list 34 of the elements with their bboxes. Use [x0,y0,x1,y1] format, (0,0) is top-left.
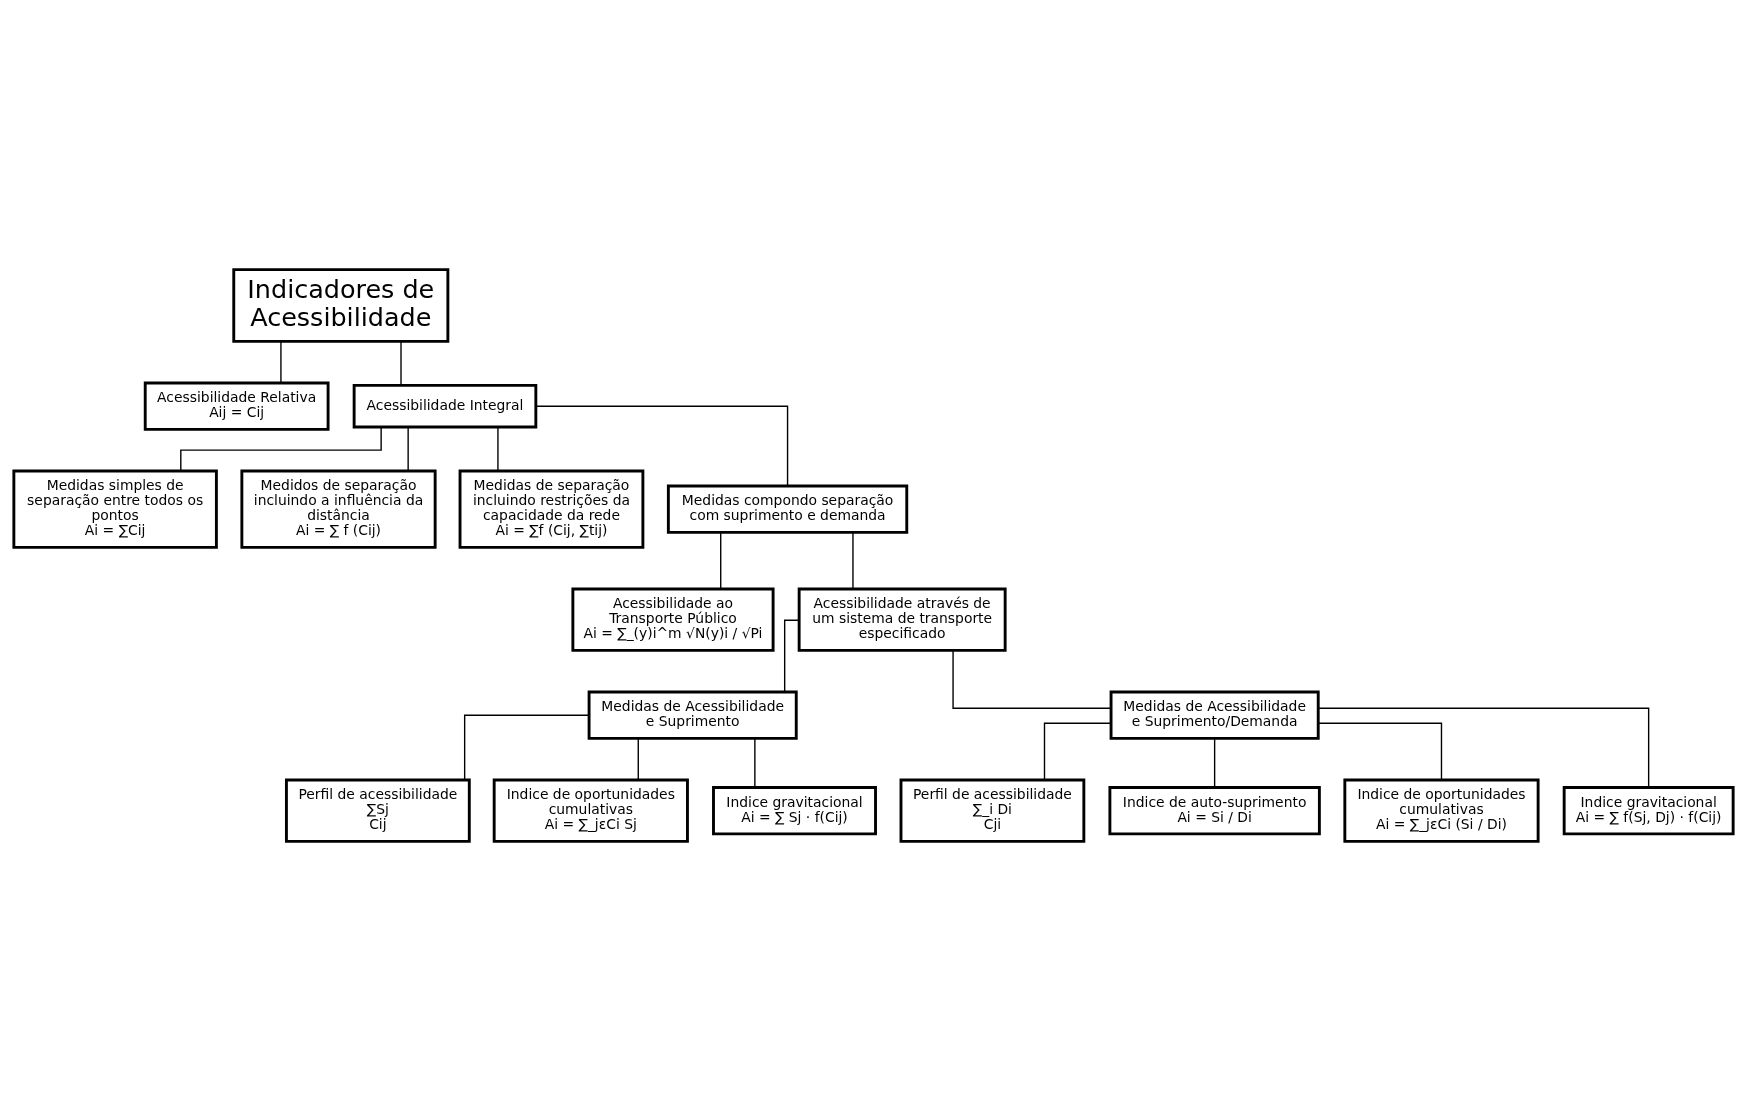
connector [407,426,409,472]
node-box: Indice gravitacional Ai = ∑ f(Sj, Dj) · f(Cij) [1562,786,1735,836]
node-box: Perfil de acessibilidade ∑Sj Cij [284,778,471,843]
connector [463,714,590,781]
node-box: Perfil de acessibilidade ∑_i Di Cji [899,778,1086,843]
connector [1317,707,1650,789]
connector [637,738,639,781]
connector [280,341,282,384]
node-box: Indice de oportunidades cumulativas Ai = ∑_jεCi Sj [492,778,689,843]
connector [952,650,1112,709]
connector [852,531,854,590]
node-box: Medidos de separação incluindo a influência da distância Ai = ∑ f (Cij) [240,469,437,549]
node-box: Acessibilidade ao Transporte Público Ai = ∑_(y)i^m √N(y)i / √Pi [571,587,775,652]
connector [535,405,789,487]
node-box: Medidas simples de separação entre todos os pontos Ai = ∑Cij [12,469,218,549]
node-box: Indice gravitacional Ai = ∑ Sj · f(Cij) [712,786,877,836]
node-box: Medidas de separação incluindo restrições da capacidade da rede Ai = ∑f (Cij, ∑tij) [458,469,645,549]
connector [400,341,402,386]
connector [783,619,800,693]
node-box: Indice de auto-suprimento Ai = Si / Di [1108,786,1321,836]
connector [497,426,499,472]
connector [1317,722,1443,781]
connector [720,531,722,590]
node-box: Medidas de Acessibilidade e Suprimento [587,690,798,740]
node-box: Indicadores de Acessibilidade [232,268,450,343]
connector [1043,722,1112,781]
node-box: Indice de oportunidades cumulativas Ai = ∑_jεCi (Si / Di) [1343,778,1540,843]
node-box: Acessibilidade Integral [352,383,538,429]
node-box: Acessibilidade Relativa Aij = Cij [143,381,330,431]
node-box: Medidas compondo separação com suprimento e demanda [666,484,909,534]
connector [754,738,756,789]
node-box: Acessibilidade através de um sistema de transporte especificado [797,587,1007,652]
node-box: Medidas de Acessibilidade e Suprimento/Demanda [1109,690,1320,740]
connector [1213,738,1216,789]
